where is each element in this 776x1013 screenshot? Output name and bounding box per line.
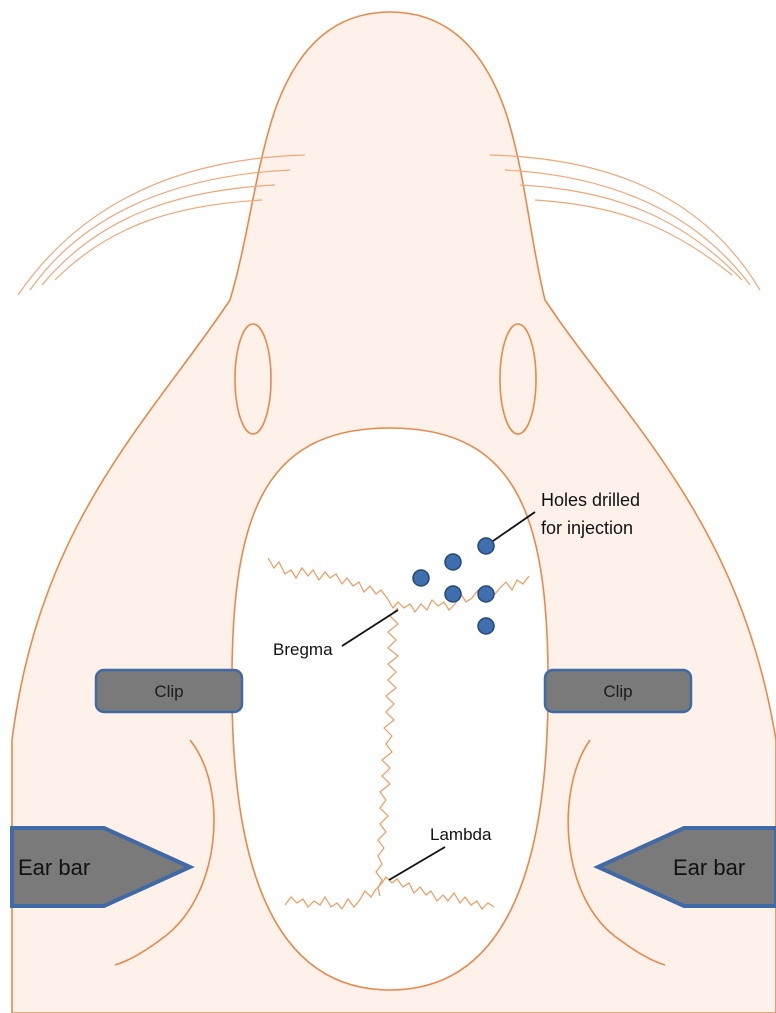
exposed-skull	[232, 428, 548, 990]
clip-left: Clip	[96, 670, 242, 712]
injection-hole	[445, 586, 461, 602]
injection-hole	[478, 586, 494, 602]
clip-right: Clip	[545, 670, 691, 712]
holes-label-line1: Holes drilled	[541, 490, 640, 510]
injection-hole	[478, 618, 494, 634]
injection-hole	[445, 554, 461, 570]
bregma-label: Bregma	[273, 640, 333, 659]
holes-label-line2: for injection	[541, 518, 633, 538]
eye-left	[235, 324, 271, 434]
eye-right	[500, 324, 536, 434]
injection-hole	[413, 570, 429, 586]
lambda-label: Lambda	[430, 825, 492, 844]
clip-left-label: Clip	[154, 682, 183, 701]
ear-bar-left-label: Ear bar	[18, 855, 90, 880]
clip-right-label: Clip	[603, 682, 632, 701]
ear-bar-right-label: Ear bar	[673, 855, 745, 880]
injection-hole	[478, 538, 494, 554]
